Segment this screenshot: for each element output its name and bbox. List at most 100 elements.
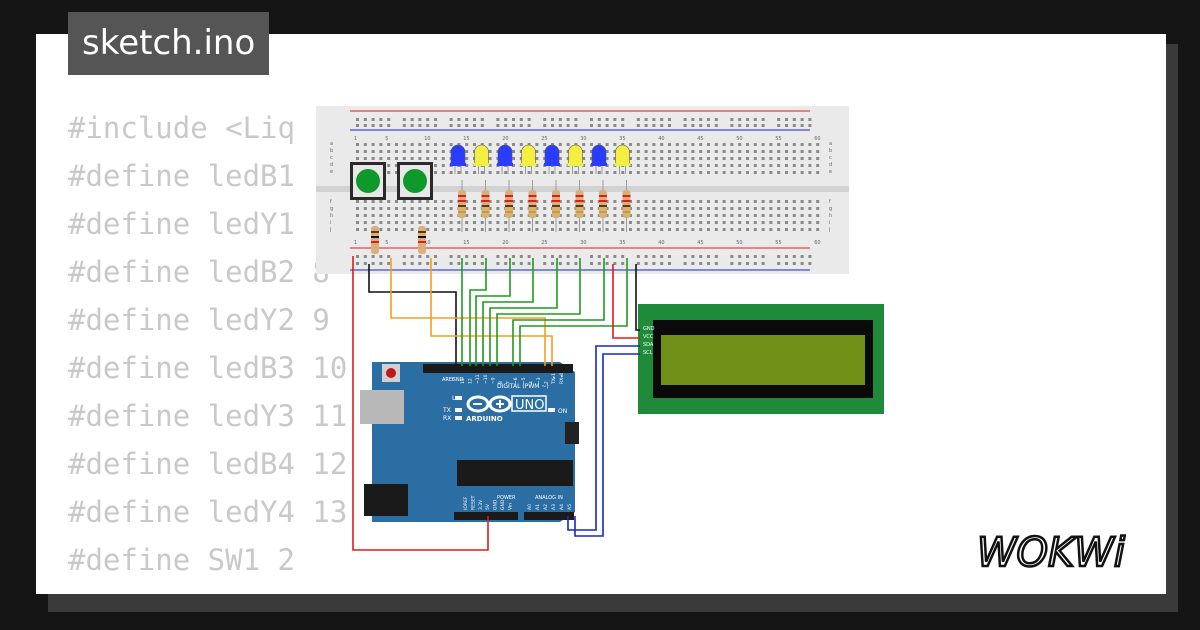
breadboard-hole [410, 143, 414, 146]
digital-pin-label: ~3 [536, 377, 542, 384]
breadboard-hole [605, 124, 609, 127]
breadboard-hole [800, 221, 804, 224]
breadboard-hole [473, 207, 476, 210]
breadboard-hole [379, 255, 383, 258]
breadboard-hole [597, 143, 601, 146]
breadboard-hole [714, 143, 718, 146]
breadboard-hole [566, 157, 570, 160]
resistor-body [481, 190, 490, 218]
breadboard-hole [621, 124, 625, 127]
breadboard-hole [746, 143, 749, 146]
breadboard-hole [457, 262, 461, 265]
breadboard-hole [418, 207, 422, 210]
breadboard-hole [434, 157, 437, 160]
breadboard-hole [504, 255, 508, 258]
breadboard-hole [699, 150, 703, 153]
breadboard-hole [699, 143, 703, 146]
breadboard-hole [785, 221, 788, 224]
breadboard-hole [371, 124, 375, 127]
breadboard-hole [668, 255, 671, 258]
row-label: f [330, 199, 332, 205]
breadboard-hole [808, 150, 812, 153]
breadboard-hole [699, 207, 703, 210]
column-label: 10 [424, 240, 430, 246]
breadboard-hole [816, 207, 820, 210]
breadboard-hole [605, 200, 609, 203]
breadboard-hole [551, 118, 554, 121]
breadboard-hole [496, 200, 500, 203]
breadboard-hole [566, 214, 570, 217]
breadboard-hole [512, 207, 515, 210]
breadboard-hole [761, 143, 765, 146]
resistor-body [622, 190, 631, 218]
gnd-label: GND [452, 377, 464, 383]
breadboard-hole [449, 214, 453, 217]
breadboard-hole [777, 157, 781, 160]
breadboard-hole [675, 221, 679, 224]
resistor-row [458, 180, 631, 232]
breadboard-hole [808, 207, 812, 210]
breadboard-hole [746, 207, 749, 210]
breadboard-hole [418, 214, 422, 217]
breadboard-hole [371, 157, 375, 160]
breadboard-hole [777, 207, 781, 210]
breadboard-hole [808, 262, 812, 265]
breadboard-hole [543, 150, 547, 153]
breadboard-hole [714, 200, 718, 203]
breadboard-hole [356, 157, 359, 160]
breadboard-hole [480, 118, 484, 121]
column-label: 35 [619, 240, 625, 246]
breadboard-hole [512, 262, 515, 265]
breadboard-hole [722, 207, 726, 210]
wokwi-logo: WOKWi [976, 529, 1126, 578]
resistor [599, 180, 607, 232]
l-led-label: L [452, 395, 456, 402]
led-rim [450, 163, 466, 166]
breadboard-hole [574, 118, 578, 121]
breadboard-hole [800, 118, 804, 121]
breadboard-hole [363, 143, 367, 146]
breadboard-hole [761, 207, 765, 210]
breadboard-hole [746, 221, 749, 224]
breadboard-hole [652, 143, 656, 146]
breadboard-hole [652, 255, 656, 258]
arduino-logo-icon [466, 395, 512, 413]
breadboard-hole [722, 221, 726, 224]
breadboard-hole [621, 221, 625, 224]
breadboard-hole [621, 143, 625, 146]
breadboard-hole [480, 221, 484, 224]
breadboard-hole [792, 255, 796, 258]
breadboard-hole [621, 228, 625, 231]
breadboard-hole [519, 200, 523, 203]
breadboard-hole [738, 207, 742, 210]
code-line: #define ledY1 [68, 207, 295, 241]
column-label: 40 [658, 136, 664, 142]
breadboard-hole [738, 124, 742, 127]
breadboard-hole [395, 164, 398, 167]
breadboard-hole [535, 157, 539, 160]
breadboard-hole [714, 214, 718, 217]
breadboard-hole [808, 200, 812, 203]
breadboard-hole [699, 221, 703, 224]
breadboard-hole [792, 262, 796, 265]
column-label: 50 [736, 240, 742, 246]
led-body [615, 144, 630, 165]
breadboard-hole [761, 221, 765, 224]
breadboard-hole [808, 143, 812, 146]
breadboard-hole [410, 157, 414, 160]
breadboard-hole [379, 150, 383, 153]
breadboard-hole [707, 214, 710, 217]
breadboard-hole [761, 171, 765, 174]
breadboard-hole [363, 150, 367, 153]
breadboard-hole [691, 200, 695, 203]
breadboard-hole [426, 143, 430, 146]
breadboard-hole [473, 200, 476, 203]
breadboard-hole [800, 150, 804, 153]
breadboard-hole [675, 164, 679, 167]
breadboard-hole [792, 214, 796, 217]
breadboard-hole [675, 228, 679, 231]
breadboard-hole [668, 118, 671, 121]
column-label: 40 [658, 240, 664, 246]
breadboard-hole [527, 221, 531, 224]
